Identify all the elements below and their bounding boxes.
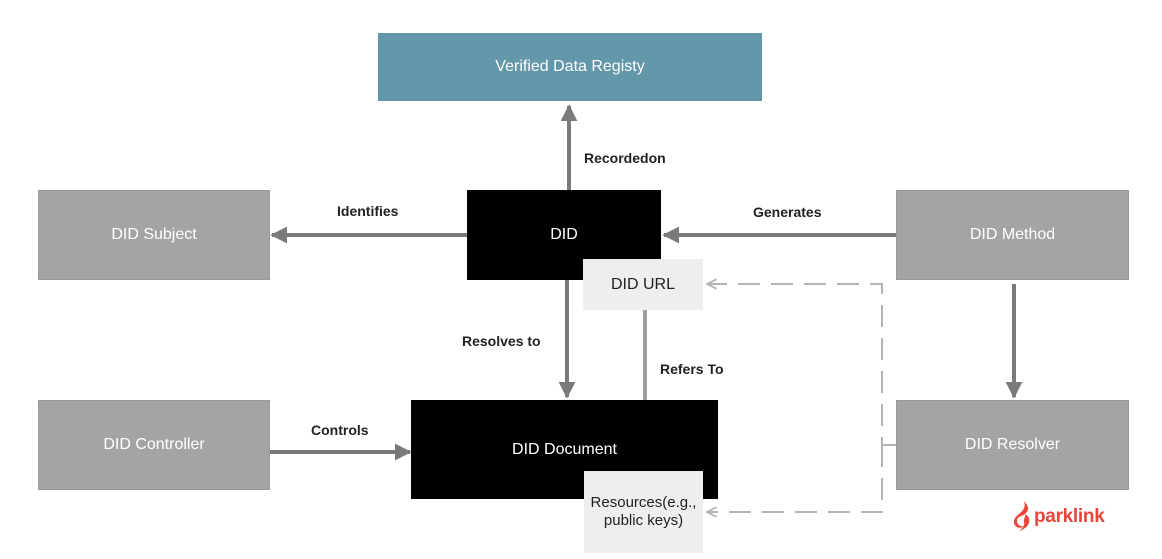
generates-label: Generates — [753, 204, 822, 220]
edge-resolver-to-resources-dashed — [707, 445, 883, 512]
recorded-on-label: Recordedon — [584, 150, 666, 166]
flame-s-icon — [1013, 501, 1030, 531]
identifies-label: Identifies — [337, 203, 399, 219]
resources-label-line1: Resources(e.g., — [590, 494, 697, 511]
did-resolver-node: DID Resolver — [896, 400, 1129, 490]
did-url-node: DID URL — [583, 259, 703, 310]
did-controller-node: DID Controller — [38, 400, 270, 490]
did-method-node: DID Method — [896, 190, 1129, 280]
sparklink-logo-text: parklink — [1034, 506, 1105, 527]
resolves-to-label: Resolves to — [462, 333, 541, 349]
verified-data-registry-label: Verified Data Registy — [495, 58, 645, 76]
verified-data-registry-node: Verified Data Registy — [378, 33, 762, 101]
did-subject-node: DID Subject — [38, 190, 270, 280]
controls-label: Controls — [311, 422, 369, 438]
did-method-label: DID Method — [969, 226, 1056, 244]
did-url-label: DID URL — [610, 275, 675, 293]
did-controller-label: DID Controller — [103, 436, 205, 454]
edge-resolver-to-did-url-dashed — [707, 284, 896, 446]
sparklink-logo: parklink — [1012, 498, 1122, 536]
resources-label-line2: public keys) — [603, 512, 684, 529]
did-subject-label: DID Subject — [111, 226, 197, 244]
did-label: DID — [550, 226, 578, 244]
did-document-label: DID Document — [512, 440, 617, 458]
refers-to-label: Refers To — [660, 361, 724, 377]
did-resolver-label: DID Resolver — [964, 436, 1061, 454]
resources-node: Resources(e.g., public keys) — [584, 471, 703, 553]
